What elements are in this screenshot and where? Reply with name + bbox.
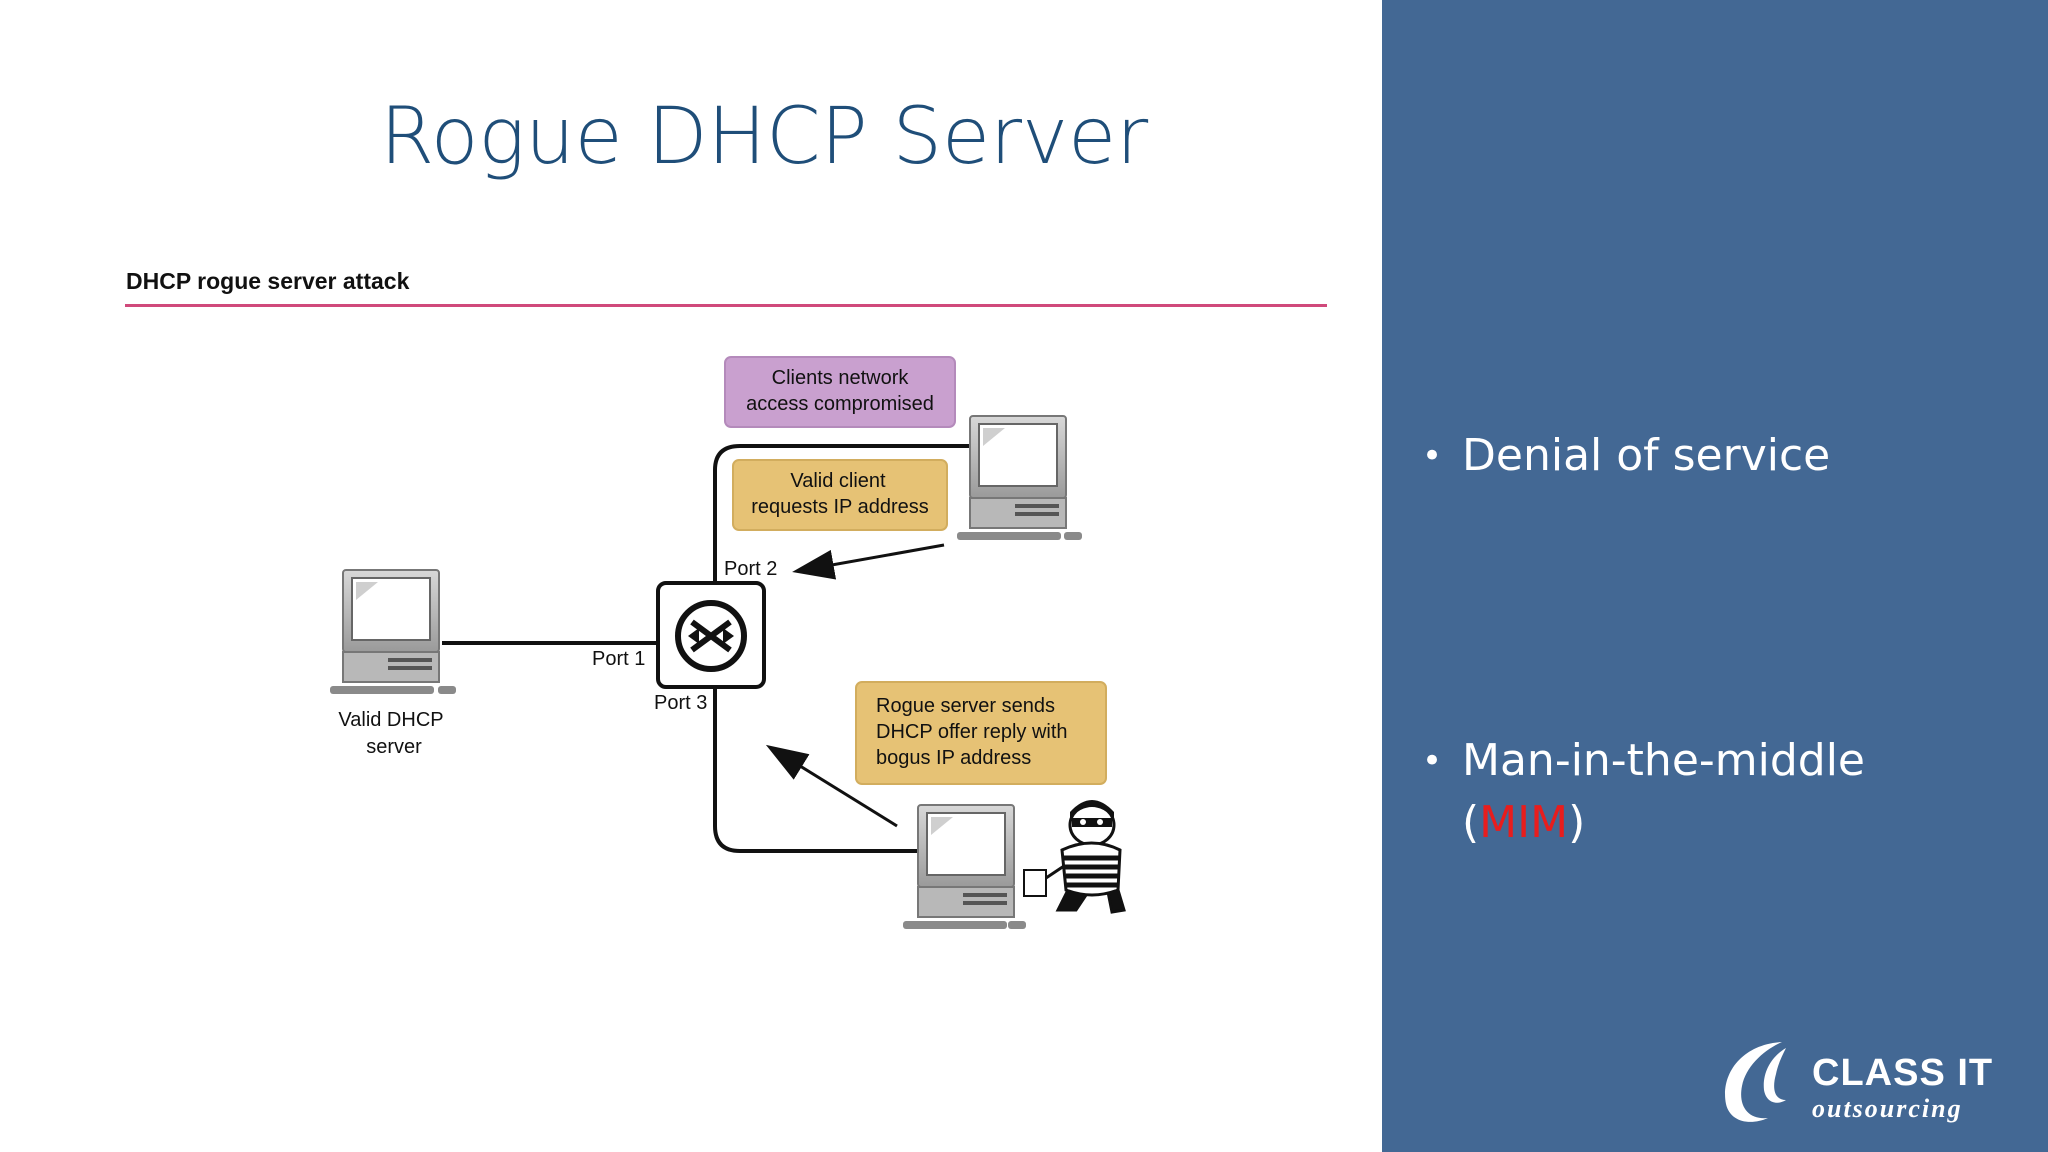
server-computer-icon <box>330 569 456 694</box>
port-3-label: Port 3 <box>654 692 707 714</box>
callout-rogue-line1: Rogue server sends <box>876 695 1055 717</box>
callout-rogue: Rogue server sends DHCP offer reply with… <box>855 681 1107 785</box>
callout-request-line2: requests IP address <box>751 496 929 518</box>
callout-compromised: Clients network access compromised <box>724 356 956 428</box>
bullet-2-line1: Man-in-the-middle <box>1462 735 1866 786</box>
bullet-dot-icon: • <box>1422 436 1443 476</box>
bullet-denial-of-service: • Denial of service <box>1422 425 1831 487</box>
slide-title: Rogue DHCP Server <box>380 92 1149 182</box>
class-it-logo: CLASS IT outsourcing <box>1712 1030 2032 1130</box>
callout-compromised-line1: Clients network <box>772 367 910 389</box>
arrow-request <box>792 543 945 580</box>
switch-icon <box>656 581 766 689</box>
logo-swoosh-icon <box>1725 1042 1786 1122</box>
logo-tagline: outsourcing <box>1812 1094 1963 1123</box>
bullet-2-close-paren: ) <box>1568 797 1586 848</box>
rogue-computer-icon <box>903 804 1026 929</box>
link-port2 <box>713 444 970 582</box>
link-port3 <box>713 688 918 853</box>
sidebar-panel: • Denial of service • Man-in-the-middle … <box>1382 0 2048 1152</box>
logo-name: CLASS IT <box>1812 1052 1994 1094</box>
bullet-1-text: Denial of service <box>1462 430 1831 481</box>
diagram-heading: DHCP rogue server attack <box>126 268 410 294</box>
callout-rogue-line3: bogus IP address <box>876 747 1031 769</box>
heading-rule <box>125 304 1327 307</box>
bullet-2-open-paren: ( <box>1462 797 1480 848</box>
port-2-label: Port 2 <box>724 558 777 580</box>
client-computer-icon <box>957 415 1082 540</box>
port-1-label: Port 1 <box>592 648 645 670</box>
arrow-rogue-offer <box>765 744 898 828</box>
server-label-line2: server <box>366 736 422 758</box>
bullet-man-in-the-middle: • Man-in-the-middle (MIM) <box>1422 730 1866 854</box>
callout-request: Valid client requests IP address <box>732 459 948 531</box>
burglar-icon <box>1023 800 1126 914</box>
network-diagram: Clients network access compromised Valid… <box>330 356 1126 929</box>
diagram: DHCP rogue server attack <box>125 268 1327 929</box>
callout-rogue-line2: DHCP offer reply with <box>876 721 1068 743</box>
bullet-dot-icon: • <box>1422 741 1443 781</box>
server-label-line1: Valid DHCP <box>338 709 443 731</box>
bullet-2-mim: MIM <box>1479 797 1569 848</box>
callout-compromised-line2: access compromised <box>746 393 934 415</box>
callout-request-line1: Valid client <box>790 470 886 492</box>
